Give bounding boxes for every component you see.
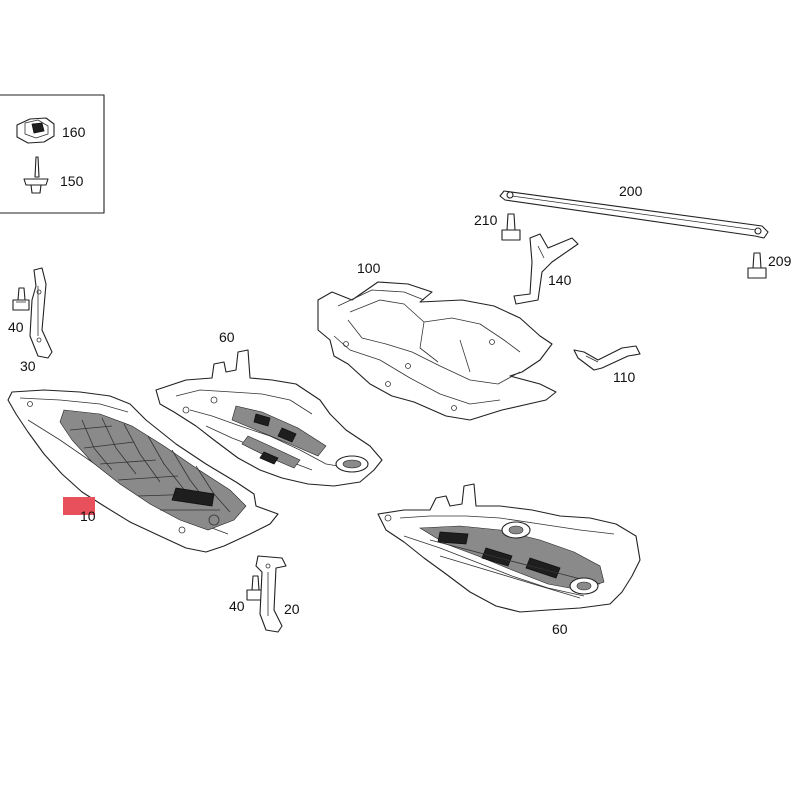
callout-40-top[interactable]: 40 bbox=[8, 319, 24, 335]
part-140-bracket bbox=[513, 233, 579, 305]
callout-110[interactable]: 110 bbox=[613, 369, 636, 385]
part-100-panel bbox=[317, 281, 557, 421]
part-20-bracket bbox=[255, 555, 287, 633]
part-110-bracket bbox=[573, 345, 641, 371]
part-30-bracket bbox=[29, 267, 53, 359]
callout-60-lower[interactable]: 60 bbox=[552, 621, 568, 637]
callout-100[interactable]: 100 bbox=[357, 260, 381, 276]
callout-140[interactable]: 140 bbox=[548, 272, 572, 288]
callout-60-upper[interactable]: 60 bbox=[219, 329, 235, 345]
callout-30[interactable]: 30 bbox=[20, 358, 36, 374]
bolt-209-right bbox=[747, 252, 767, 279]
callout-209[interactable]: 209 bbox=[768, 253, 792, 269]
callout-200[interactable]: 200 bbox=[619, 183, 643, 199]
callout-150[interactable]: 150 bbox=[60, 173, 84, 189]
part-200-strut bbox=[499, 190, 769, 239]
part-60-lower-cover bbox=[377, 483, 641, 613]
legend-box: 160 150 bbox=[0, 94, 105, 214]
clip-nut-icon bbox=[16, 117, 55, 144]
bolt-210-left bbox=[501, 213, 521, 241]
callout-160[interactable]: 160 bbox=[62, 124, 86, 140]
callout-40-lower[interactable]: 40 bbox=[229, 598, 245, 614]
callout-10[interactable]: 10 bbox=[80, 508, 96, 524]
part-60-upper-cover bbox=[155, 349, 383, 487]
part-10-front-panel bbox=[7, 389, 279, 553]
bolt-40-top bbox=[12, 287, 30, 311]
callout-10-highlight bbox=[63, 497, 95, 515]
callout-20[interactable]: 20 bbox=[284, 601, 300, 617]
callout-210[interactable]: 210 bbox=[474, 212, 498, 228]
screw-icon bbox=[23, 156, 49, 194]
